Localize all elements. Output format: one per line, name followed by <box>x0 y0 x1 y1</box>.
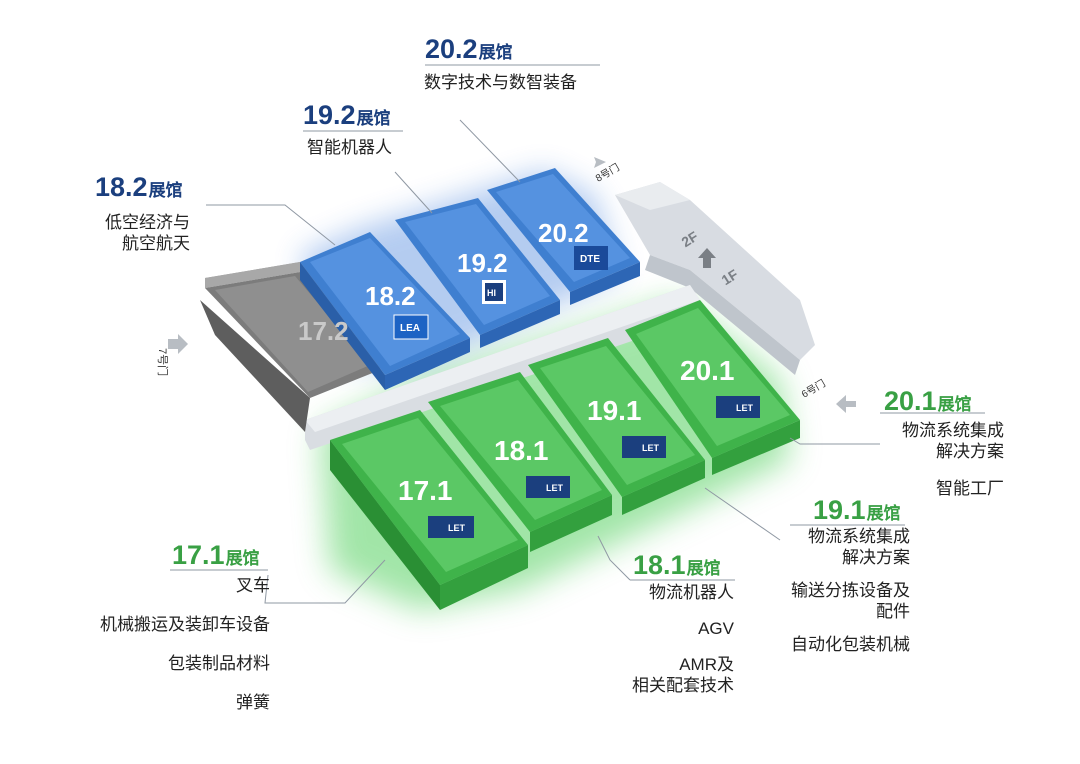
let-logo: LET <box>526 476 570 498</box>
hall-title-18-2: 18.2展馆 <box>95 172 183 202</box>
gate-label-7: 7号门 <box>156 348 170 376</box>
hall-title-19-2: 19.2展馆 <box>303 100 391 130</box>
let-logo: LET <box>716 396 760 418</box>
block-17-2 <box>200 262 380 432</box>
svg-text:HI: HI <box>487 288 496 298</box>
gate-arrow-icon <box>836 395 856 413</box>
hall-desc-19-2: 智能机器人 <box>307 138 392 157</box>
svg-text:LET: LET <box>642 443 660 453</box>
svg-text:LET: LET <box>546 483 564 493</box>
svg-text:LEA: LEA <box>400 323 420 334</box>
leader-lines <box>170 64 985 604</box>
hall-desc-18-1: 物流机器人 AGV AMR及 相关配套技术 <box>632 583 734 695</box>
hall-title-18-1: 18.1展馆 <box>633 550 721 580</box>
hall-desc-18-2: 低空经济与航空航天 <box>105 213 190 253</box>
hall-title-19-1: 19.1展馆 <box>813 495 901 525</box>
hall-desc-20-2: 数字技术与数智装备 <box>424 73 577 92</box>
let-logo: LET <box>428 516 474 538</box>
block-label: 20.2 <box>538 218 589 248</box>
hall-title-20-2: 20.2展馆 <box>425 34 513 64</box>
svg-text:DTE: DTE <box>580 254 600 265</box>
hall-desc-19-1: 物流系统集成 解决方案 输送分拣设备及 配件 自动化包装机械 <box>791 527 910 654</box>
lea-logo: LEA <box>393 314 429 340</box>
block-label: 18.1 <box>494 435 549 466</box>
block-label: 17.1 <box>398 475 453 506</box>
corridor-middle <box>305 285 700 450</box>
svg-text:LET: LET <box>448 523 466 533</box>
hi-logo: HI <box>482 280 506 304</box>
hall-title-20-1: 20.1展馆 <box>884 386 972 416</box>
gate-arrow-icon <box>594 157 606 168</box>
floor-label-1f: 1F <box>718 266 741 288</box>
block-label: 19.2 <box>457 248 508 278</box>
corridor-right <box>615 182 815 375</box>
svg-text:LET: LET <box>736 403 754 413</box>
hall-title-17-1: 17.1展馆 <box>172 540 260 570</box>
block-label: 19.1 <box>587 395 642 426</box>
gate-label-6: 6号门 <box>799 377 828 401</box>
block-label: 20.1 <box>680 355 735 386</box>
floor-label-2f: 2F <box>678 228 701 250</box>
dte-logo: DTE <box>574 246 608 270</box>
hall-desc-17-1: 叉车 机械搬运及装卸车设备 包装制品材料 弹簧 <box>100 576 270 712</box>
block-label: 18.2 <box>365 281 416 311</box>
block-19-2 <box>395 198 560 348</box>
gate-arrow-icon <box>168 334 188 354</box>
hall-desc-20-1: 物流系统集成 解决方案 智能工厂 <box>902 421 1004 498</box>
let-logo: LET <box>622 436 666 458</box>
block-label: 17.2 <box>298 316 349 346</box>
floor-arrow-icon <box>698 248 716 268</box>
